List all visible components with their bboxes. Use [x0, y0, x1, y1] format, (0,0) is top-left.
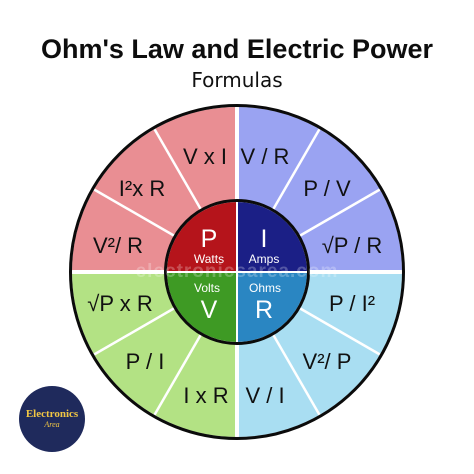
amps-center-quadrant: [237, 202, 307, 272]
ohms-formula-1: P / I²: [329, 291, 375, 316]
watts-formula-segment: [72, 189, 177, 272]
ohms-unit-label: Ohms: [249, 281, 281, 295]
segment-divider-line: [296, 188, 381, 239]
ohms-formula-segment: [272, 307, 380, 415]
volts-formula-2: P / I: [126, 349, 165, 374]
segment-divider-line: [153, 128, 204, 213]
ohms-formula-segment: [297, 272, 402, 355]
ohms-formula-segment: [237, 332, 320, 437]
logo-line1: Electronics: [25, 408, 79, 420]
volts-center-quadrant: [167, 272, 237, 342]
segment-divider-line: [153, 331, 204, 416]
segment-divider-line: [296, 305, 381, 356]
ohms-formula-2: V²/ P: [303, 349, 352, 374]
amps-formula-segment: [272, 129, 380, 237]
volts-unit-label: Volts: [194, 281, 220, 295]
volts-symbol: V: [201, 296, 218, 324]
watts-symbol: P: [201, 225, 218, 253]
amps-formula-3: √P / R: [322, 233, 383, 258]
segment-divider-line: [270, 331, 321, 416]
watts-formula-3: V²/ R: [93, 233, 143, 258]
ohms-center-quadrant: [237, 272, 307, 342]
volts-formula-segment: [154, 332, 237, 437]
amps-formula-segment: [237, 107, 320, 212]
ohms-symbol: R: [255, 296, 273, 324]
watermark-text: electronicsarea.com: [136, 261, 339, 282]
inner-ring: [164, 199, 310, 345]
watts-unit-label: Watts: [194, 252, 224, 266]
volts-formula-segment: [72, 272, 177, 355]
volts-formula-segment: [94, 307, 202, 415]
segment-divider-line: [270, 128, 321, 213]
segment-divider-line: [93, 188, 178, 239]
amps-symbol: I: [261, 225, 268, 253]
volts-formula-1: √P x R: [87, 291, 152, 316]
logo-line2: Area: [44, 420, 60, 429]
ohms-formula-3: V / I: [245, 383, 284, 408]
electronics-area-logo: Electronics Area: [19, 386, 85, 452]
watts-formula-segment: [94, 129, 202, 237]
amps-formula-segment: [297, 189, 402, 272]
page-subtitle: Formulas: [191, 68, 283, 92]
page-title: Ohm's Law and Electric Power: [40, 34, 434, 64]
amps-formula-2: P / V: [303, 176, 351, 201]
amps-formula-1: V / R: [241, 144, 290, 169]
watts-formula-segment: [154, 107, 237, 212]
volts-formula-3: I x R: [183, 383, 228, 408]
outer-ring: [69, 104, 405, 440]
watts-center-quadrant: [167, 202, 237, 272]
watts-formula-1: V x I: [183, 144, 227, 169]
segment-divider-line: [93, 305, 178, 356]
watts-formula-2: I²x R: [119, 176, 165, 201]
amps-unit-label: Amps: [249, 252, 280, 266]
